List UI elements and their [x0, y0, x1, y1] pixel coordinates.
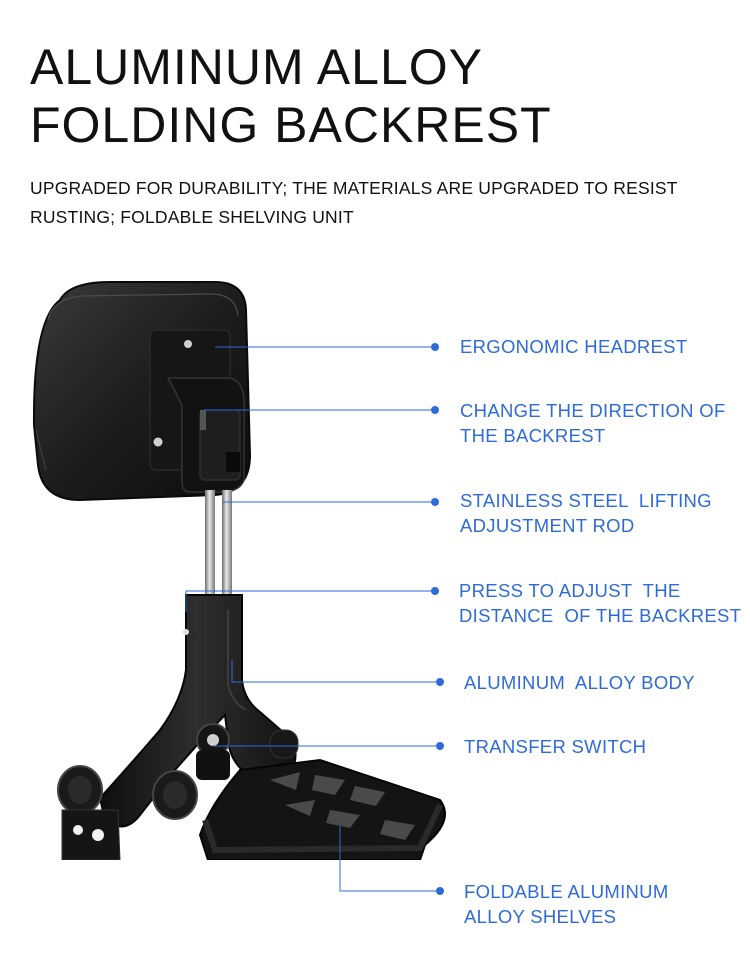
- callout-line: ALUMINUM ALLOY BODY: [464, 672, 695, 693]
- callout-line: DISTANCE OF THE BACKREST: [459, 605, 742, 626]
- callout-line: ADJUSTMENT ROD: [460, 515, 635, 536]
- foldable-shelf: [198, 758, 446, 860]
- callout-transfer-switch: TRANSFER SWITCH: [464, 734, 646, 759]
- callout-press-to-adjust: PRESS TO ADJUST THE DISTANCE OF THE BACK…: [459, 578, 741, 628]
- title-line-1: ALUMINUM ALLOY: [30, 39, 484, 95]
- mount-bracket: [61, 809, 121, 860]
- callout-line: ALLOY SHELVES: [464, 906, 617, 927]
- callout-line: STAINLESS STEEL LIFTING: [460, 490, 712, 511]
- title-line-2: FOLDING BACKREST: [30, 97, 552, 153]
- subtitle-line-1: UPGRADED FOR DURABILITY; THE MATERIALS A…: [30, 178, 678, 198]
- direction-hinge: [166, 377, 245, 493]
- callout-line: CHANGE THE DIRECTION OF: [460, 400, 726, 421]
- page-title: ALUMINUM ALLOY FOLDING BACKREST: [30, 38, 552, 154]
- callout-line: PRESS TO ADJUST THE: [459, 580, 681, 601]
- transfer-switch: [196, 723, 230, 780]
- lifting-rods: [205, 490, 232, 600]
- backrest-product-image: [32, 281, 446, 860]
- callout-line: THE BACKREST: [460, 425, 606, 446]
- callout-ergonomic-headrest: ERGONOMIC HEADREST: [460, 334, 687, 359]
- callout-aluminum-body: ALUMINUM ALLOY BODY: [464, 670, 695, 695]
- callout-line: FOLDABLE ALUMINUM: [464, 881, 669, 902]
- callout-line: TRANSFER SWITCH: [464, 736, 647, 757]
- leader-dot-shelves: [436, 887, 444, 895]
- callout-change-direction: CHANGE THE DIRECTION OF THE BACKREST: [460, 398, 726, 448]
- callout-line: ERGONOMIC HEADREST: [460, 336, 688, 357]
- hinge-knobs: [57, 729, 299, 820]
- callout-foldable-shelves: FOLDABLE ALUMINUM ALLOY SHELVES: [464, 879, 669, 929]
- page-subtitle: UPGRADED FOR DURABILITY; THE MATERIALS A…: [30, 174, 730, 232]
- callout-lifting-rod: STAINLESS STEEL LIFTING ADJUSTMENT ROD: [460, 488, 712, 538]
- subtitle-line-2: RUSTING; FOLDABLE SHELVING UNIT: [30, 207, 354, 227]
